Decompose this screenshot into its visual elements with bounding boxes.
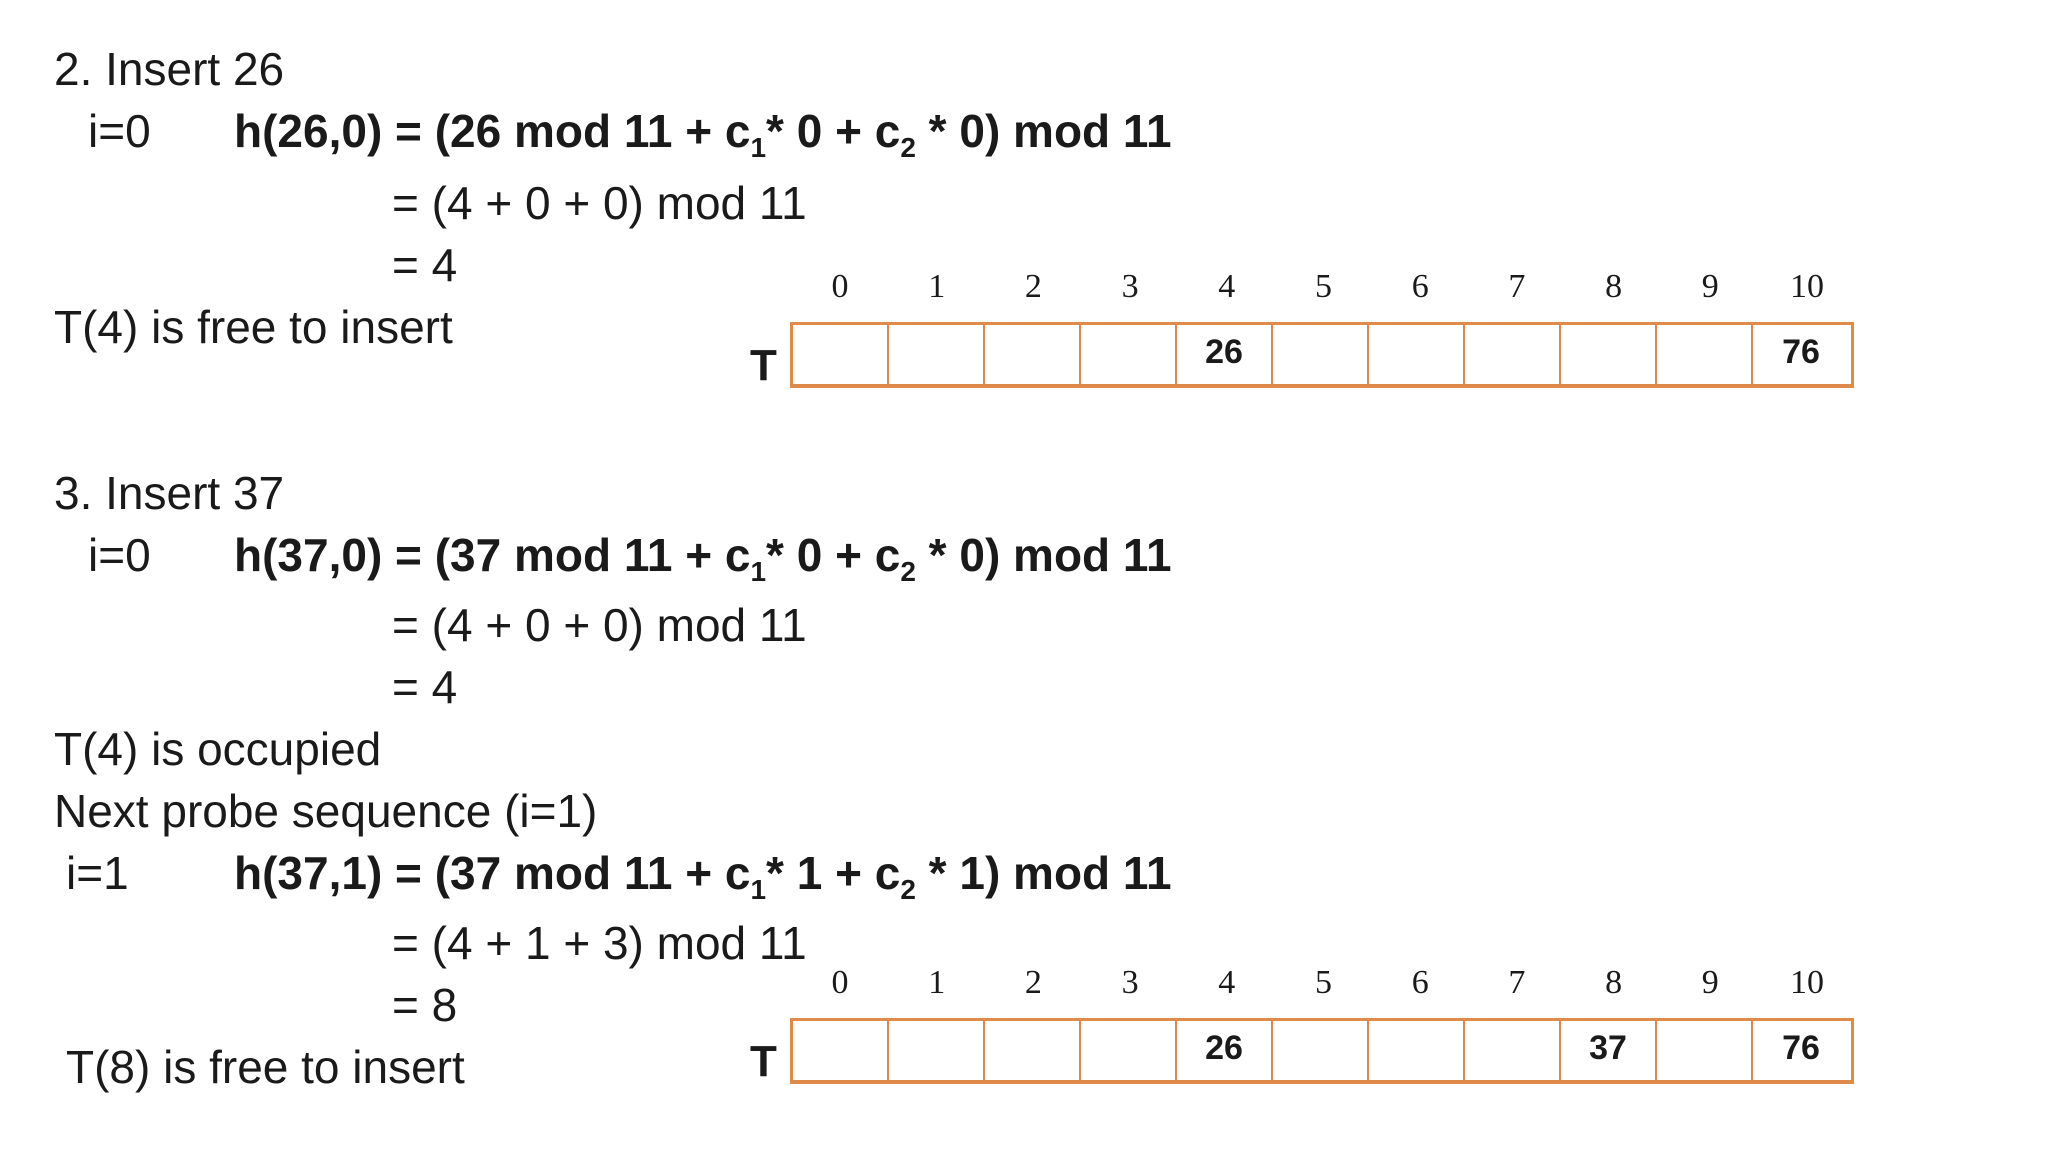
table-index-label: 6: [1411, 964, 1429, 1001]
step3-status: T(8) is free to insert: [66, 1041, 465, 1093]
step2-i-label: i=0: [88, 105, 151, 157]
table-index-label: 2: [1024, 964, 1042, 1001]
table-cell: [985, 325, 1081, 384]
step3-hash-table: 26 37 76: [790, 1018, 1854, 1084]
step3-result-line: = 4: [392, 661, 458, 713]
table-cell: [793, 1021, 889, 1080]
step3-table-label: T: [750, 1037, 777, 1086]
table-index-label: 8: [1605, 964, 1623, 1001]
step2-table-label: T: [750, 341, 777, 390]
step2-status: T(4) is free to insert: [54, 301, 453, 353]
step2-result-line: = 4: [392, 239, 458, 291]
table-index-label: 2: [1024, 268, 1042, 305]
table-cell: [985, 1021, 1081, 1080]
table-cell: [793, 325, 889, 384]
table-index-label: 4: [1218, 268, 1236, 305]
table-cell: 76: [1782, 333, 1820, 371]
table-cell: [1273, 325, 1369, 384]
table-cell: 26: [1177, 1021, 1273, 1080]
step3-i1-label: i=1: [66, 847, 129, 899]
step3-i-label: i=0: [88, 529, 151, 581]
table-index-label: 1: [928, 268, 946, 305]
step2-hash-table: 26 76: [790, 322, 1854, 388]
table-cell: [1081, 1021, 1177, 1080]
step3-hash-formula: h(37,0) = (37 mod 11 + c1* 0 + c2 * 0) m…: [234, 529, 1172, 587]
table-index-label: 10: [1790, 268, 1824, 305]
step2-hash-formula: h(26,0) = (26 mod 11 + c1* 0 + c2 * 0) m…: [234, 105, 1172, 163]
table-index-label: 7: [1508, 268, 1526, 305]
step3-eval-line: = (4 + 0 + 0) mod 11: [392, 599, 807, 651]
table-index-label: 9: [1701, 268, 1719, 305]
table-index-label: 5: [1315, 964, 1332, 1001]
step3-hash-formula-probe: h(37,1) = (37 mod 11 + c1* 1 + c2 * 1) m…: [234, 847, 1172, 905]
step3-occupied-note: T(4) is occupied: [54, 723, 382, 775]
table-cell: [1657, 325, 1753, 384]
table-cell: 76: [1782, 1029, 1820, 1067]
table-cell: [1369, 1021, 1465, 1080]
step3-eval-line-probe: = (4 + 1 + 3) mod 11: [392, 917, 807, 969]
table-index-label: 9: [1701, 964, 1719, 1001]
table-index-label: 5: [1315, 268, 1332, 305]
table-cell: 26: [1177, 325, 1273, 384]
table-index-label: 4: [1218, 964, 1236, 1001]
table-index-label: 3: [1121, 268, 1139, 305]
step3-heading: 3. Insert 37: [54, 467, 285, 519]
table-cell: 37: [1561, 1021, 1657, 1080]
table-index-label: 3: [1121, 964, 1139, 1001]
table-index-label: 8: [1605, 268, 1623, 305]
table-index-label: 6: [1411, 268, 1429, 305]
step3-result-line-probe: = 8: [392, 979, 458, 1031]
step2-heading: 2. Insert 26: [54, 43, 285, 95]
table-index-label: 0: [831, 964, 849, 1001]
table-cell: [1657, 1021, 1753, 1080]
table-cell: [1369, 325, 1465, 384]
table-index-label: 1: [928, 964, 946, 1001]
table-cell: [1561, 325, 1657, 384]
table-cell: [1081, 325, 1177, 384]
table-cell: [889, 1021, 985, 1080]
table-cell: [1465, 325, 1561, 384]
table-index-label: 7: [1508, 964, 1526, 1001]
step2-eval-line: = (4 + 0 + 0) mod 11: [392, 177, 807, 229]
table-cell: [1465, 1021, 1561, 1080]
table-index-label: 0: [831, 268, 849, 305]
step3-next-probe: Next probe sequence (i=1): [54, 785, 598, 837]
table-index-label: 10: [1790, 964, 1824, 1001]
table-cell: [889, 325, 985, 384]
table-cell: [1273, 1021, 1369, 1080]
